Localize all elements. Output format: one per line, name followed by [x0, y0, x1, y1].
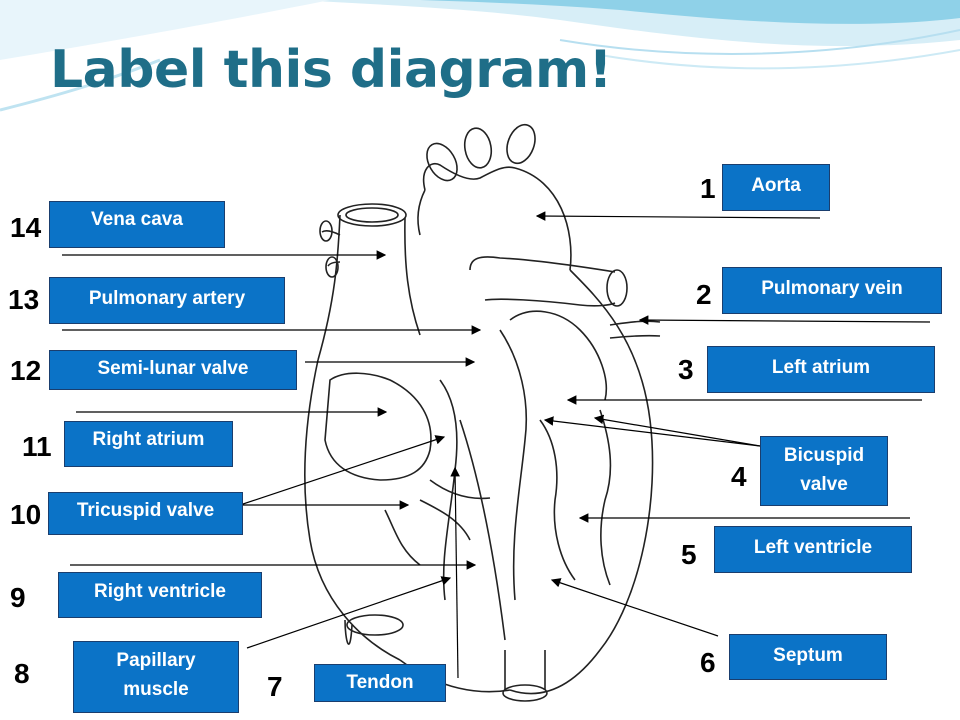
label-number-14: 14 — [10, 212, 42, 243]
leader-bicuspid-2 — [593, 414, 761, 447]
label-number-8: 8 — [14, 658, 30, 689]
leader-tricuspid-2 — [239, 435, 446, 506]
page-title: Label this diagram! — [50, 40, 612, 100]
label-bicuspid-valve: Bicuspid valve — [760, 436, 888, 506]
heart-outline — [303, 123, 661, 702]
leader-pulmonary-vein — [638, 315, 931, 325]
label-number-6: 6 — [700, 647, 716, 678]
leader-aorta — [535, 211, 821, 221]
label-aorta: Aorta — [722, 164, 830, 211]
leader-tendon — [450, 466, 460, 679]
label-number-10: 10 — [10, 499, 42, 530]
label-right-ventricle: Right ventricle — [58, 572, 262, 618]
leader-bicuspid-1 — [543, 416, 761, 447]
label-pulmonary-vein: Pulmonary vein — [722, 267, 942, 314]
label-number-12: 12 — [10, 355, 42, 386]
leader-papillary-muscle — [246, 576, 452, 649]
label-pulmonary-artery: Pulmonary artery — [49, 277, 285, 324]
label-right-atrium: Right atrium — [64, 421, 233, 467]
label-tendon: Tendon — [314, 664, 446, 702]
leader-lines — [62, 211, 931, 679]
label-number-5: 5 — [681, 539, 697, 570]
label-number-7: 7 — [267, 671, 283, 702]
label-number-4: 4 — [731, 461, 747, 492]
label-vena-cava: Vena cava — [49, 201, 225, 248]
label-papillary-muscle: Papillary muscle — [73, 641, 239, 713]
leader-septum — [550, 578, 719, 637]
label-left-atrium: Left atrium — [707, 346, 935, 393]
label-number-1: 1 — [700, 173, 716, 204]
label-number-9: 9 — [10, 582, 26, 613]
label-left-ventricle: Left ventricle — [714, 526, 912, 573]
label-septum: Septum — [729, 634, 887, 680]
label-number-2: 2 — [696, 279, 712, 310]
label-number-11: 11 — [22, 431, 52, 462]
label-number-3: 3 — [678, 354, 694, 385]
label-number-13: 13 — [8, 284, 40, 315]
label-tricuspid-valve: Tricuspid valve — [48, 492, 243, 535]
label-semi-lunar-valve: Semi-lunar valve — [49, 350, 297, 390]
